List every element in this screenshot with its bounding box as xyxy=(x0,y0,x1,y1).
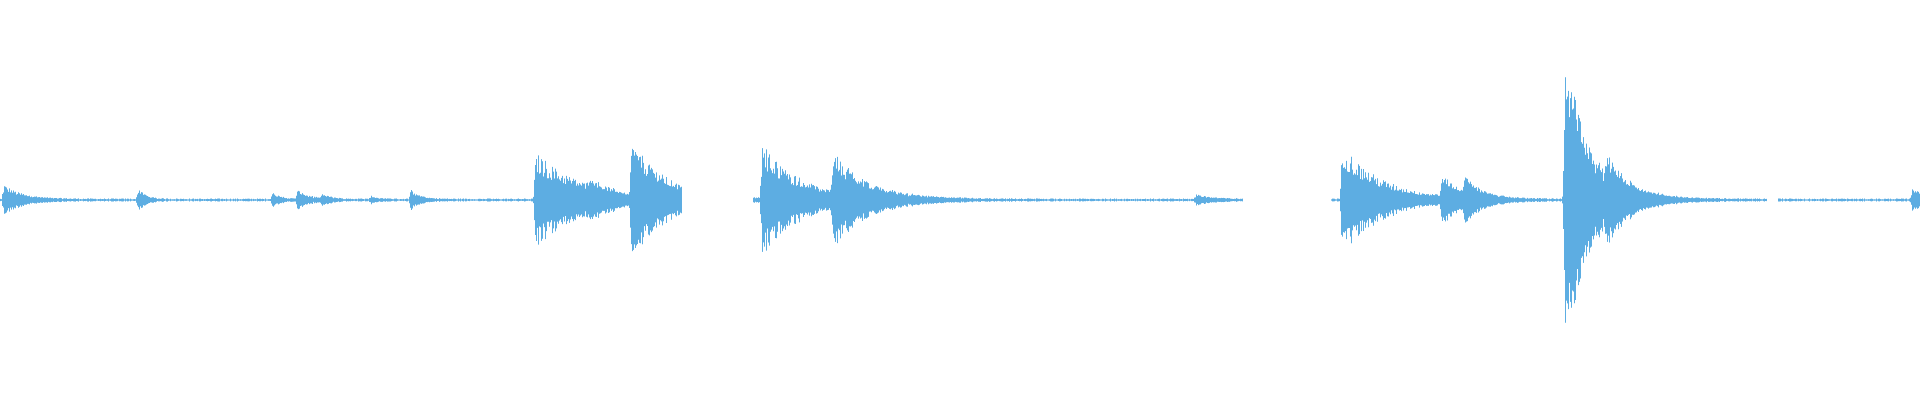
waveform-path xyxy=(0,77,1920,323)
waveform-bars xyxy=(0,77,1920,323)
